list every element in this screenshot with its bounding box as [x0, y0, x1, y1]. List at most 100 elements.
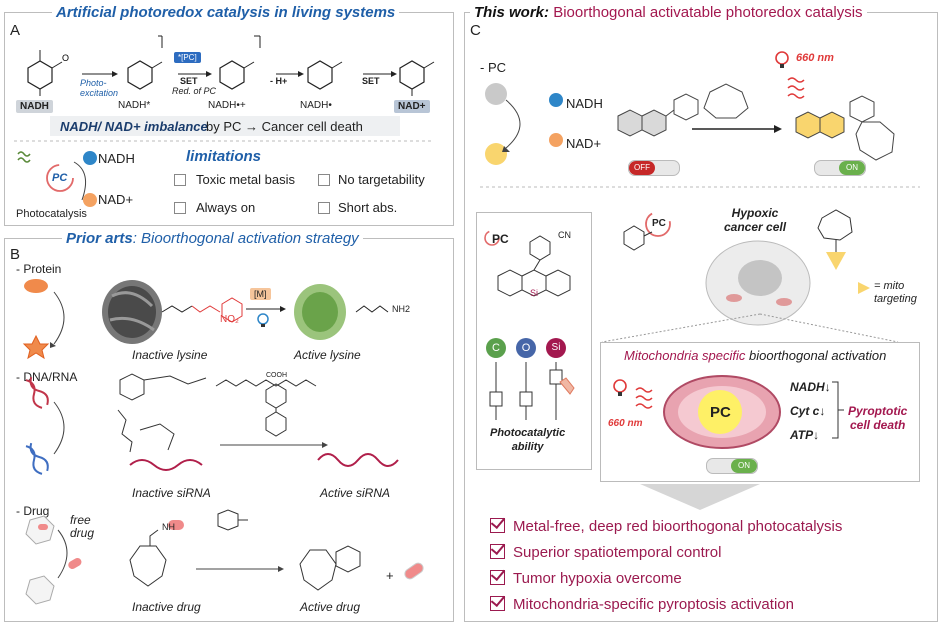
check-icon: [490, 518, 505, 533]
tco-reagent: [703, 83, 749, 119]
limitation-checkbox-2: [318, 174, 330, 186]
on-switch-mito-knob: ON: [731, 459, 757, 473]
limitation-3: Always on: [196, 200, 256, 215]
mito-target-legend-icon: [858, 282, 870, 294]
wavelength-label-2: 660 nm: [608, 418, 643, 429]
panel-b-letter: B: [10, 246, 21, 263]
nadh-reaction-scheme: O: [27, 35, 435, 96]
amine-chain: [355, 305, 389, 313]
zoom-lines: [601, 313, 899, 343]
on-switch[interactable]: ON: [814, 160, 866, 176]
nad-plus-label: NAD+: [394, 100, 430, 113]
inactive-sirna-label: Inactive siRNA: [132, 486, 211, 500]
limitation-checkbox-1: [174, 174, 186, 186]
pc-probe-label: PC: [652, 218, 666, 229]
mito-activation-box: [600, 342, 920, 482]
si-rhodamine-structure: [497, 235, 571, 297]
pc-cycle-c: [485, 83, 563, 165]
bulb-icon: [257, 313, 269, 327]
photocatalytic-ability-label: Photocatalytic ability: [490, 427, 566, 453]
nh-label: NH: [162, 522, 175, 532]
light-waves-icon: [635, 387, 653, 409]
element-o-badge: O: [516, 338, 536, 358]
nadh-label-c: NADH: [566, 96, 603, 111]
on-switch-mito[interactable]: ON: [706, 458, 758, 474]
nadh-label-cycle: NADH: [98, 151, 135, 166]
mito-activation-title: Mitochondria specific bioorthogonal acti…: [624, 348, 886, 363]
bulb-icon: [775, 51, 789, 68]
panel-c-title: This work: Bioorthogonal activatable pho…: [470, 4, 867, 21]
minus-pc-label: - PC: [480, 60, 506, 75]
off-switch[interactable]: OFF: [628, 160, 680, 176]
limitation-checkbox-4: [318, 202, 330, 214]
divider-c: [480, 186, 920, 188]
red-of-pc-label: Red. of PC: [172, 86, 217, 96]
pc-label-a: PC: [52, 172, 68, 184]
limitation-2: No targetability: [338, 172, 425, 187]
panel-c-letter: C: [470, 22, 481, 39]
nadh-down-label: NADH↓: [790, 380, 831, 394]
free-drug-label: free drug: [70, 513, 95, 540]
si-label: Si: [530, 288, 539, 298]
light-waves-icon: [787, 77, 805, 99]
lysine-arrow: [246, 306, 286, 312]
metal-tag: [M]: [250, 288, 271, 300]
conclusion-text-4: Mitochondria-specific pyroptosis activat…: [513, 596, 794, 613]
conclusion-text-3: Tumor hypoxia overcome: [513, 570, 682, 587]
reaction-arrow-c: [692, 125, 782, 133]
limitation-checkbox-3: [174, 202, 186, 214]
active-protein: [294, 284, 346, 340]
panel-c-title-rest: Bioorthogonal activatable photoredox cat…: [553, 4, 863, 21]
pc-arc-icon: [484, 230, 500, 246]
nad-label-c: NAD+: [566, 136, 602, 151]
pyroptotic-label: Pyroptotic cell death: [848, 404, 908, 432]
bio-activation-text: bioorthogonal activation: [749, 348, 887, 363]
active-drug-structure: [299, 545, 361, 591]
inactive-drug-label: Inactive drug: [132, 600, 201, 614]
on-switch-knob: ON: [839, 161, 865, 175]
set2-label: SET: [362, 76, 380, 86]
dna-cartoon: [25, 376, 65, 475]
panel-b-title: Prior arts: Bioorthogonal activation str…: [62, 230, 363, 247]
imbalance-banner: [50, 116, 400, 136]
protein-label: - Protein: [16, 262, 62, 276]
active-pc-molecule: [795, 95, 895, 161]
conclusion-4: Mitochondria-specific pyroptosis activat…: [490, 594, 794, 613]
ability-sliders: [489, 362, 575, 420]
sirna-caged: [117, 373, 207, 471]
imbalance-text: NADH/ NAD+ imbalance: [60, 119, 208, 134]
tetrazine-reagent: [265, 383, 287, 437]
check-icon: [490, 570, 505, 585]
panel-b-title-rest: : Bioorthogonal activation strategy: [132, 230, 359, 247]
lysine-cage: [161, 297, 243, 323]
check-icon: [490, 596, 505, 611]
nadh-radcat-label: NADH•+: [208, 100, 246, 111]
inactive-lysine-label: Inactive lysine: [132, 348, 208, 362]
panel-c: [464, 12, 938, 622]
protein-cartoon: [22, 279, 65, 360]
no2-label: NO₂: [220, 314, 239, 325]
minus-h-label: - H+: [270, 76, 288, 86]
photocatalysis-label: Photocatalysis: [16, 208, 87, 220]
nadh-star-label: NADH*: [118, 100, 151, 111]
panel-a-title: Artificial photoredox catalysis in livin…: [52, 4, 400, 21]
wavelength-label: 660 nm: [796, 52, 834, 64]
dna-label: - DNA/RNA: [16, 370, 78, 384]
atp-down-label: ATP↓: [790, 428, 820, 442]
nad-label-cycle: NAD+: [98, 192, 134, 207]
drug-tetrazine: [217, 509, 248, 531]
panel-c-title-prefix: This work:: [474, 4, 550, 21]
conclusion-text-2: Superior spatiotemporal control: [513, 544, 722, 561]
caged-drug: [129, 520, 184, 587]
nadh-rad-label: NADH•: [300, 100, 332, 111]
isoprenoid-tail: [215, 379, 317, 387]
mito-targeting-label: = mito targeting: [874, 280, 917, 305]
panel-a-letter: A: [10, 22, 21, 39]
active-sirna-strand: [317, 453, 399, 467]
bracket-arrow: [832, 381, 844, 439]
limitations-heading: limitations: [186, 148, 262, 165]
limitation-4: Short abs.: [338, 200, 398, 215]
cytc-down-label: Cyt c↓: [790, 404, 826, 418]
drug-arrow: [196, 566, 284, 572]
conclusion-2: Superior spatiotemporal control: [490, 542, 721, 561]
